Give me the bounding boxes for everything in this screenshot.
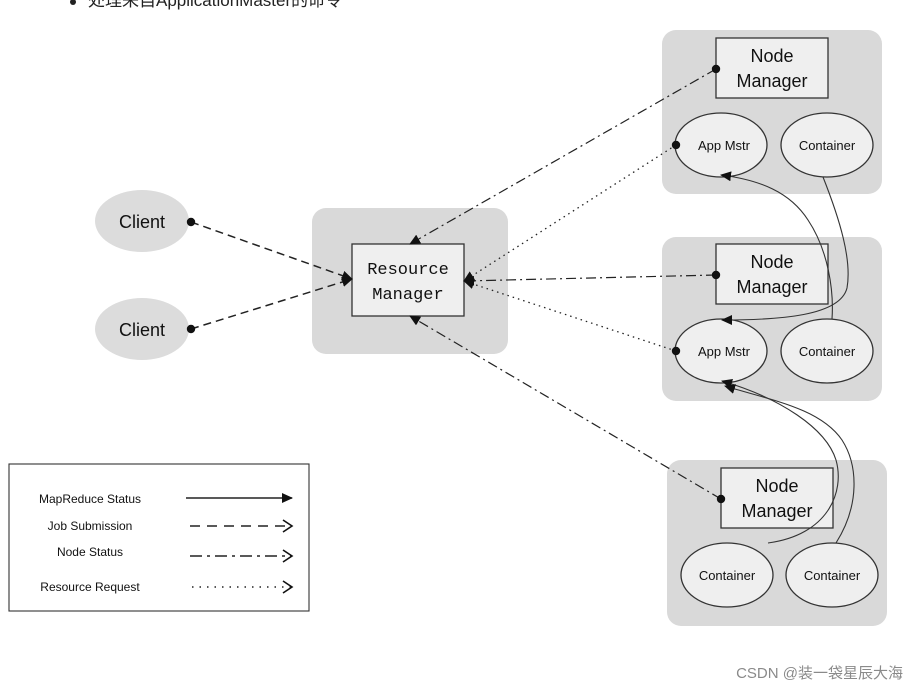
node-manager-2-label-line1: Node <box>750 252 793 272</box>
container-1a-mapreduce-status-edge <box>721 176 849 325</box>
node-manager-3-status-edge <box>409 315 726 504</box>
node-manager-2-label-line2: Manager <box>736 277 807 297</box>
container-3b-node <box>785 542 879 608</box>
container-2a-label: Container <box>799 344 856 359</box>
resource-manager-box <box>351 243 465 317</box>
watermark-text: CSDN @装一袋星辰大海 <box>736 665 903 682</box>
client-2-label: Client <box>119 320 165 340</box>
resource-manager-label-line1: Resource <box>367 261 449 280</box>
resource-manager-label-line2: Manager <box>372 286 443 305</box>
container-1a-label: Container <box>799 138 856 153</box>
container-3a-label: Container <box>699 568 756 583</box>
container-1a-node <box>780 112 874 178</box>
container-2a-mapreduce-status-edge <box>720 171 833 320</box>
app-mstr-1-resource-request-edge <box>463 140 681 282</box>
client-1-node <box>95 190 189 252</box>
node-manager-3-label-line1: Node <box>755 476 798 496</box>
client-1-label: Client <box>119 212 165 232</box>
app-mstr-1-label: App Mstr <box>698 138 751 153</box>
bullet-icon <box>70 0 76 5</box>
header-text: 处理来自ApplicationMaster的命令 <box>70 0 342 11</box>
container-3a-node <box>680 542 774 608</box>
legend-label-resource-request: Resource Request <box>40 580 140 594</box>
client-1-job-submission-edge <box>186 217 353 281</box>
app-mstr-2-label: App Mstr <box>698 344 751 359</box>
node-manager-2-box <box>715 243 829 305</box>
legend-label-job-submission: Job Submission <box>48 519 133 533</box>
node-manager-1-box <box>715 37 829 99</box>
client-2-job-submission-edge <box>186 277 353 334</box>
client-2-node <box>95 298 189 360</box>
container-3b-label: Container <box>804 568 861 583</box>
header-label: 处理来自ApplicationMaster的命令 <box>88 0 343 10</box>
node-manager-3-label-line2: Manager <box>741 501 812 521</box>
container-3b-mapreduce-status-edge <box>724 384 855 544</box>
legend-label-node-status: Node Status <box>57 545 123 559</box>
container-2a-node <box>780 318 874 384</box>
legend-label-mapreduce-status: MapReduce Status <box>39 492 141 506</box>
legend-box <box>8 463 310 612</box>
node-manager-1-label-line2: Manager <box>736 71 807 91</box>
node-manager-1-label-line1: Node <box>750 46 793 66</box>
node-manager-3-box <box>720 467 834 529</box>
